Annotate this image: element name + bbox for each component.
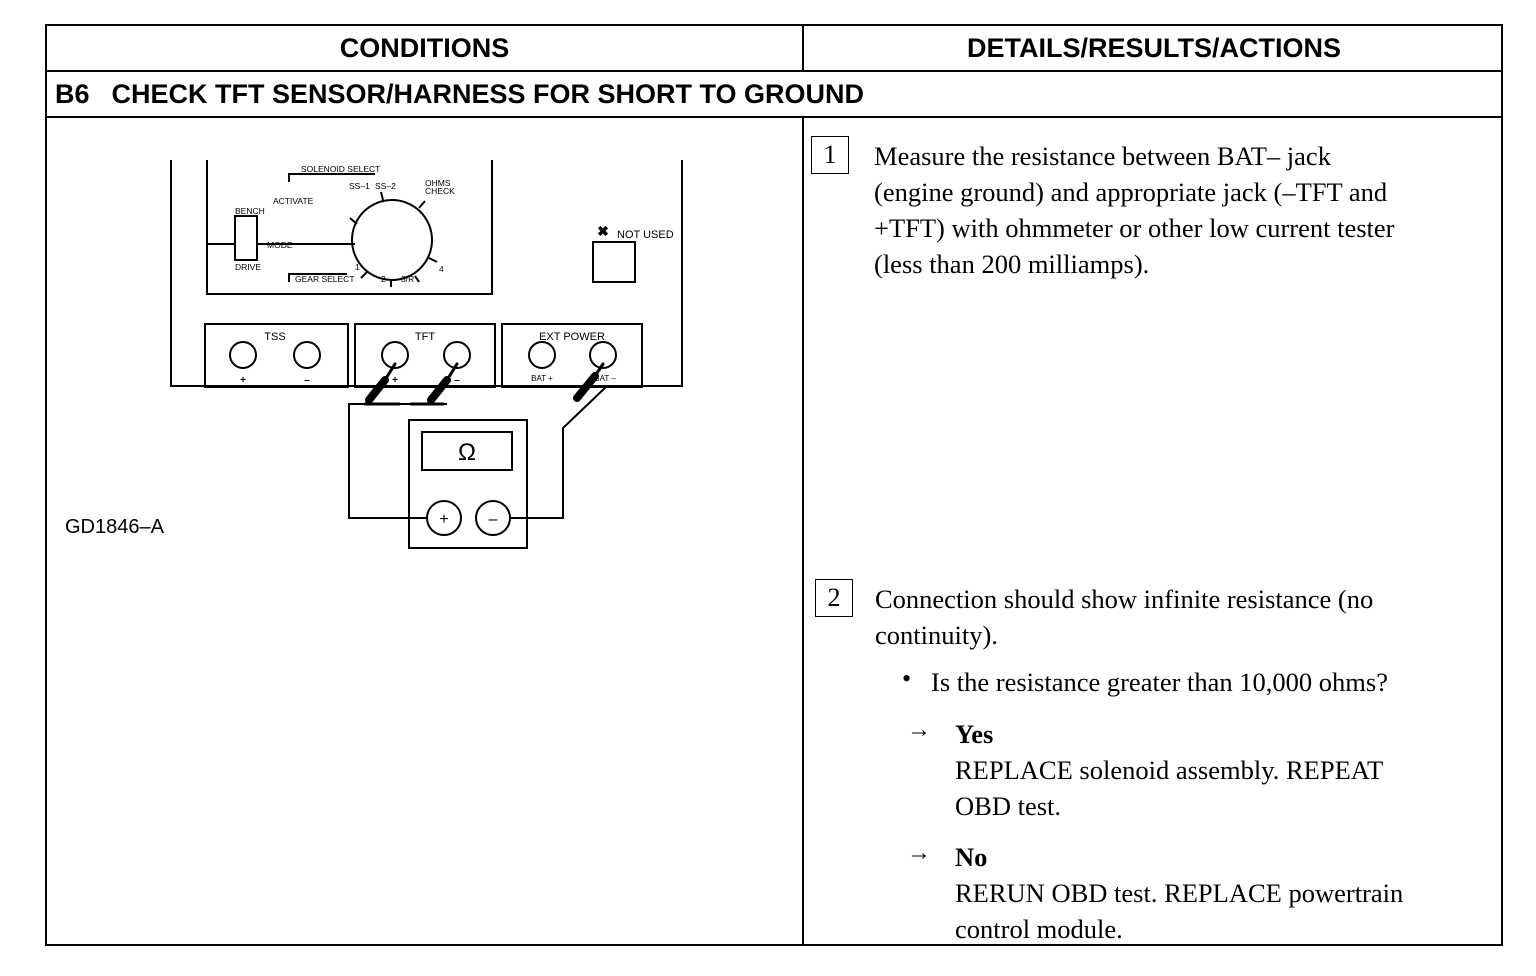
yes-line: OBD test. [955, 791, 1061, 821]
tss-label: TSS [264, 331, 285, 343]
no-branch: No RERUN OBD test. REPLACE powertrain co… [955, 839, 1403, 947]
ohms-label: OHMS [425, 178, 451, 188]
ohm-symbol: Ω [458, 439, 476, 466]
step-2-text: Connection should show infinite resistan… [875, 581, 1373, 653]
step-1-text: Measure the resistance between BAT– jack… [874, 138, 1395, 282]
bat-plus-label: BAT + [531, 374, 553, 383]
step-2-line: continuity). [875, 620, 998, 650]
bat-minus-label: BAT – [594, 374, 616, 383]
header-column-divider [802, 26, 804, 70]
gear-2-label: 2 [381, 274, 386, 284]
not-used-label: NOT USED [617, 229, 674, 241]
title-divider [47, 116, 1503, 118]
step-2-line: Connection should show infinite resistan… [875, 584, 1374, 614]
step-1-line: Measure the resistance between BAT– jack [874, 141, 1331, 171]
bullet-marker: • [902, 664, 912, 693]
step-title: B6 CHECK TFT SENSOR/HARNESS FOR SHORT TO… [55, 72, 864, 116]
tft-plus-label: + [392, 375, 398, 386]
step-2-box: 2 [815, 579, 853, 617]
body-column-divider [802, 118, 804, 946]
tester-diagram: ✖ ACTIVATE SOLENOID SELECT SS–1 SS–2 OHM… [170, 160, 683, 549]
no-line: control module. [955, 914, 1123, 944]
step-heading: CHECK TFT SENSOR/HARNESS FOR SHORT TO GR… [111, 78, 865, 109]
header-divider [47, 70, 1503, 72]
yes-branch: Yes REPLACE solenoid assembly. REPEAT OB… [955, 716, 1383, 824]
tss-plus-label: + [240, 375, 246, 386]
figure-id: GD1846–A [65, 516, 164, 538]
yes-arrow-icon: → [907, 717, 931, 743]
check-label: CHECK [425, 186, 455, 196]
yes-label: Yes [955, 719, 994, 749]
step-1-line: (less than 200 milliamps). [874, 249, 1150, 279]
ss2-label: SS–2 [375, 181, 396, 191]
meter-plus-label: + [439, 511, 448, 528]
details-header: DETAILS/RESULTS/ACTIONS [966, 32, 1341, 63]
yes-line: REPLACE solenoid assembly. REPEAT [955, 755, 1384, 785]
tft-minus-label: – [454, 375, 460, 386]
step-1-line: +TFT) with ohmmeter or other low current… [874, 213, 1395, 243]
step-1-box: 1 [811, 136, 849, 174]
diagnostic-table: CONDITIONS DETAILS/RESULTS/ACTIONS B6 CH… [45, 24, 1503, 946]
not-used-marker: ✖ [597, 223, 609, 239]
bullet-question: Is the resistance greater than 10,000 oh… [931, 667, 1388, 697]
conditions-header: CONDITIONS [339, 32, 510, 63]
mode-label: MODE [267, 240, 293, 250]
meter-minus-label: – [489, 511, 498, 528]
tss-minus-label: – [304, 375, 310, 386]
activate-label: ACTIVATE [273, 196, 314, 206]
gear-1-label: 1 [355, 262, 360, 272]
tft-label: TFT [415, 331, 435, 343]
no-line: RERUN OBD test. REPLACE powertrain [955, 878, 1404, 908]
ext-power-label: EXT POWER [539, 331, 605, 343]
drive-label: DRIVE [235, 262, 261, 272]
step-1-line: (engine ground) and appropriate jack (–T… [874, 177, 1388, 207]
gear-4-label: 4 [439, 264, 444, 274]
step-number: B6 [55, 78, 90, 109]
gear-3r-label: 3/R [401, 274, 414, 284]
no-arrow-icon: → [907, 840, 931, 866]
bench-label: BENCH [235, 206, 265, 216]
gear-select-label: GEAR SELECT [295, 274, 355, 284]
solenoid-select-label: SOLENOID SELECT [301, 164, 380, 174]
no-label: No [955, 842, 988, 872]
ss1-label: SS–1 [349, 181, 370, 191]
